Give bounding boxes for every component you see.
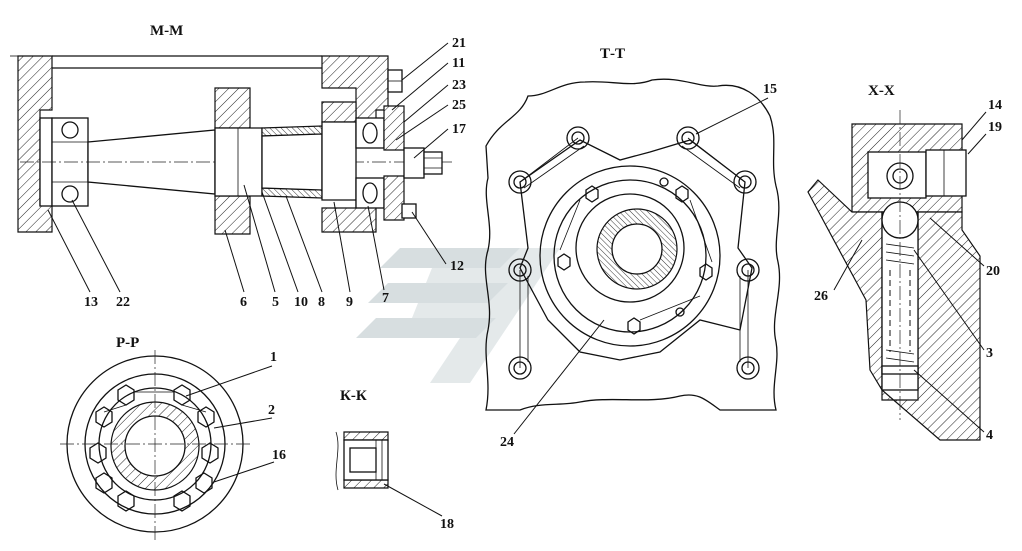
view-title-mm: М-М (150, 23, 183, 39)
view-title-pp: Р-Р (116, 335, 139, 351)
callout-6: 6 (240, 295, 247, 310)
callout-2: 2 (268, 403, 275, 418)
callout-16: 16 (272, 448, 286, 463)
callout-12: 12 (450, 259, 464, 274)
callout-20: 20 (986, 264, 1000, 279)
callout-23: 23 (452, 78, 466, 93)
callout-1: 1 (270, 350, 277, 365)
callout-19: 19 (988, 120, 1002, 135)
view-title-xx: Х-Х (868, 83, 895, 99)
callout-24: 24 (500, 435, 514, 450)
callout-3: 3 (986, 346, 993, 361)
callout-15: 15 (763, 82, 777, 97)
callout-14: 14 (988, 98, 1002, 113)
leaders-mm (47, 42, 449, 293)
view-tt (484, 78, 781, 411)
view-mm (10, 55, 455, 235)
leaders-kk (383, 483, 443, 517)
leaders-pp (185, 365, 275, 483)
callout-4: 4 (986, 428, 993, 443)
leaders-tt (513, 97, 769, 435)
callout-11: 11 (452, 56, 465, 71)
view-pp (60, 350, 252, 540)
callout-13: 13 (84, 295, 98, 310)
callout-9: 9 (346, 295, 353, 310)
callout-8: 8 (318, 295, 325, 310)
leaders-xx (833, 111, 987, 433)
callout-25: 25 (452, 98, 466, 113)
callout-10: 10 (294, 295, 308, 310)
callout-5: 5 (272, 295, 279, 310)
view-title-kk: К-К (340, 388, 367, 404)
callout-21: 21 (452, 36, 466, 51)
view-title-tt: Т-Т (600, 46, 625, 62)
view-xx (807, 110, 981, 441)
callout-26: 26 (814, 289, 828, 304)
callout-7: 7 (382, 291, 389, 306)
view-kk (335, 431, 389, 491)
callout-22: 22 (116, 295, 130, 310)
watermark-logo (356, 248, 560, 383)
callout-18: 18 (440, 517, 454, 532)
callout-17: 17 (452, 122, 466, 137)
